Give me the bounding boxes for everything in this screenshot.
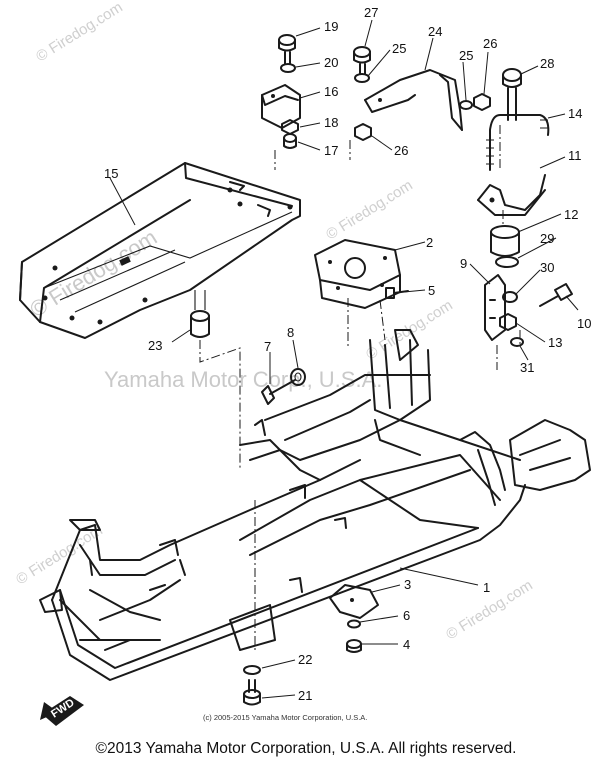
part-number-18: 18 (324, 115, 338, 130)
bolt-19 (278, 34, 296, 65)
part-number-20: 20 (324, 55, 338, 70)
part-number-30: 30 (540, 260, 554, 275)
washer-30 (502, 291, 518, 303)
bolt-10 (539, 283, 573, 307)
band-11 (477, 174, 546, 216)
bracket-3 (329, 584, 379, 619)
alignment-lines (199, 125, 521, 650)
watermark-firedog-1: © Firedog.com (33, 0, 126, 65)
stay-24 (364, 69, 463, 131)
washer-29 (495, 256, 519, 268)
part-number-23: 23 (148, 338, 162, 353)
rubber-mount-12 (490, 225, 520, 257)
part-number-28: 28 (540, 56, 554, 71)
washer-25-right (459, 100, 473, 110)
leader-lines (109, 19, 579, 699)
part-number-10: 10 (577, 316, 591, 331)
washer-8 (290, 368, 306, 386)
part-number-26-right: 26 (483, 36, 497, 51)
part-number-11: 11 (568, 148, 582, 163)
part-number-6: 6 (403, 608, 410, 623)
part-number-1: 1 (483, 580, 490, 595)
part-number-24: 24 (428, 24, 442, 39)
part-number-4: 4 (403, 637, 410, 652)
part-number-29: 29 (540, 231, 554, 246)
bolt-27 (353, 46, 371, 75)
part-number-7: 7 (264, 339, 271, 354)
bracket-16 (261, 84, 301, 129)
nut-13 (499, 313, 517, 331)
bolt-5 (385, 287, 409, 299)
part-number-17: 17 (324, 143, 338, 158)
bolt-21 (243, 679, 261, 706)
part-number-25-right: 25 (459, 48, 473, 63)
damper-23 (190, 290, 210, 338)
part-number-3: 3 (404, 577, 411, 592)
watermark-firedog-3: © Firedog.com (25, 224, 161, 322)
part-number-15: 15 (104, 166, 118, 181)
part-numbers: 1 2 3 4 5 6 7 8 9 10 11 12 13 14 15 16 1… (104, 5, 591, 703)
washer-22 (243, 665, 261, 675)
small-copyright-note: (c) 2005-2015 Yamaha Motor Corporation, … (203, 713, 368, 722)
part-number-19: 19 (324, 19, 338, 34)
mount-bracket-2 (314, 239, 401, 309)
floor-plate (19, 162, 301, 339)
part-number-14: 14 (568, 106, 582, 121)
spring-14 (486, 114, 550, 171)
washer-31 (510, 337, 524, 347)
part-number-13: 13 (548, 335, 562, 350)
washer-25-left (354, 73, 370, 83)
part-number-9: 9 (460, 256, 467, 271)
watermark-yamaha: Yamaha Motor Corp., U.S.A. (104, 367, 382, 392)
part-number-22: 22 (298, 652, 312, 667)
part-number-2: 2 (426, 235, 433, 250)
part-number-16: 16 (324, 84, 338, 99)
bolt-28 (502, 68, 522, 121)
nut-18 (281, 119, 299, 135)
washer-6 (347, 619, 361, 629)
copyright-footer: ©2013 Yamaha Motor Corporation, U.S.A. A… (95, 740, 517, 757)
part-number-5: 5 (428, 283, 435, 298)
bracket-9 (484, 274, 506, 341)
part-number-26-left: 26 (394, 143, 408, 158)
nut-26-right (473, 93, 491, 111)
part-number-31: 31 (520, 360, 534, 375)
bolt-4 (346, 639, 362, 653)
part-number-8: 8 (287, 325, 294, 340)
part-number-25-left: 25 (392, 41, 406, 56)
washer-20 (280, 63, 296, 73)
bolt-7 (261, 379, 296, 405)
collar-17 (283, 133, 297, 149)
watermark-firedog-2: © Firedog.com (323, 177, 416, 244)
part-number-12: 12 (564, 207, 578, 222)
main-frame (39, 329, 591, 681)
nut-26-left (354, 123, 372, 141)
part-number-21: 21 (298, 688, 312, 703)
watermark-firedog-4: © Firedog.com (13, 522, 106, 589)
part-number-27: 27 (364, 5, 378, 20)
forward-arrow-icon: FWD (40, 696, 84, 726)
